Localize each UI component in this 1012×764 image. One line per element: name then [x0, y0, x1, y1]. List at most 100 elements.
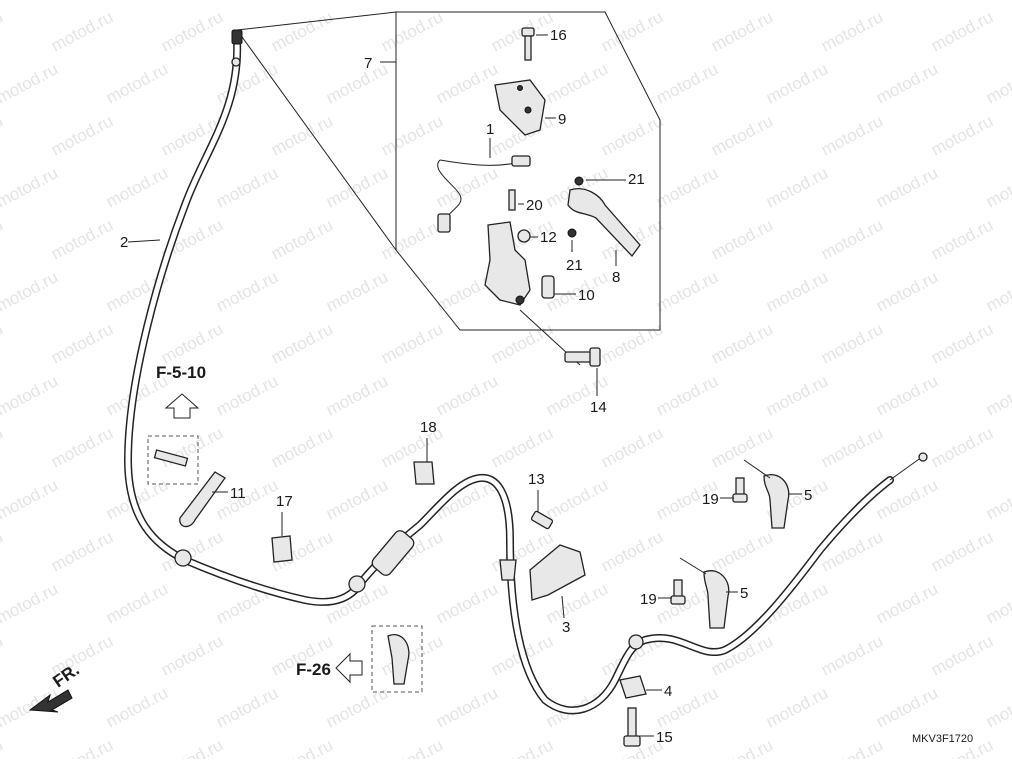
watermark-text: motod.ru [928, 527, 996, 575]
callout-number: 17 [276, 493, 293, 510]
watermark-text: motod.ru [653, 0, 721, 4]
watermark-text: motod.ru [0, 111, 6, 159]
watermark-text: motod.ru [213, 267, 281, 315]
watermark-text: motod.ru [433, 683, 501, 731]
watermark-text: motod.ru [598, 527, 666, 575]
callout-number: 21 [628, 171, 645, 188]
watermark-text: motod.ru [0, 371, 61, 419]
watermark-text: motod.ru [323, 371, 391, 419]
callout-number: 7 [364, 55, 372, 72]
watermark-text: motod.ru [928, 215, 996, 263]
cable-end-nut [231, 57, 241, 67]
watermark-text: motod.ru [873, 163, 941, 211]
watermark-text: motod.ru [48, 423, 116, 471]
callout-number: 21 [566, 257, 583, 274]
watermark-text: motod.ru [653, 267, 721, 315]
watermark-text: motod.ru [0, 163, 61, 211]
watermark-text: motod.ru [323, 475, 391, 523]
watermark-text: motod.ru [928, 111, 996, 159]
watermark-text: motod.ru [983, 163, 1012, 211]
watermark-text: motod.ru [48, 735, 116, 759]
cable-grommet [348, 575, 366, 593]
callout-number: 16 [550, 27, 567, 44]
cable-grommet [628, 634, 644, 650]
watermark-text: motod.ru [873, 0, 941, 4]
watermark-text: motod.ru [0, 319, 6, 367]
callout-number: 11 [230, 485, 246, 502]
reference-label-lower: F-26 [296, 660, 331, 679]
watermark-text: motod.ru [818, 423, 886, 471]
watermark-text: motod.ru [928, 631, 996, 679]
callout-number: 8 [612, 269, 620, 286]
callout-number: 20 [526, 197, 543, 214]
clip-17 [271, 535, 293, 563]
diagram-code: MKV3F1720 [912, 733, 973, 745]
watermark-text: motod.ru [488, 735, 556, 759]
watermark-text: motod.ru [763, 59, 831, 107]
watermark-text: motod.ru [0, 527, 6, 575]
watermark-text: motod.ru [378, 111, 446, 159]
watermark-text: motod.ru [323, 683, 391, 731]
watermark-text: motod.ru [598, 319, 666, 367]
clip-lower-ref [371, 625, 423, 693]
bolt-19-lower [670, 579, 686, 605]
watermark-text: motod.ru [213, 475, 281, 523]
watermark-text: motod.ru [433, 371, 501, 419]
watermark-text: motod.ru [103, 0, 171, 4]
callout-number: 3 [562, 619, 570, 636]
watermark-text: motod.ru [598, 423, 666, 471]
clip-4 [619, 675, 647, 699]
watermark-text: motod.ru [103, 579, 171, 627]
watermark-text: motod.ru [268, 7, 336, 55]
watermark-text: motod.ru [433, 0, 501, 4]
watermark-text: motod.ru [928, 7, 996, 55]
screw-16 [521, 27, 535, 61]
watermark-text: motod.ru [983, 267, 1012, 315]
brake-lever-8 [567, 188, 641, 258]
watermark-text: motod.ru [0, 215, 6, 263]
watermark-text: motod.ru [378, 7, 446, 55]
cable-adjuster [499, 559, 517, 581]
watermark-text: motod.ru [873, 59, 941, 107]
watermark-text: motod.ru [48, 527, 116, 575]
bolt-14 [519, 309, 601, 367]
cable-grommet [174, 549, 192, 567]
callout-number: 5 [740, 585, 748, 602]
watermark-text: motod.ru [0, 631, 6, 679]
leader-lines [127, 34, 802, 737]
nut-21-upper [574, 176, 584, 186]
callout-number: 13 [528, 471, 545, 488]
watermark-text: motod.ru [103, 683, 171, 731]
watermark-text: motod.ru [268, 215, 336, 263]
callout-number: 12 [540, 229, 557, 246]
watermark-text: motod.ru [708, 735, 776, 759]
watermark-text: motod.ru [873, 267, 941, 315]
watermark-text: motod.ru [708, 319, 776, 367]
watermark-text: motod.ru [708, 215, 776, 263]
reference-arrow-lower [335, 652, 363, 684]
watermark-text: motod.ru [763, 0, 831, 4]
clamp-5-upper [763, 474, 790, 529]
watermark-text: motod.ru [708, 527, 776, 575]
watermark-text: motod.ru [158, 735, 226, 759]
watermark-text: motod.ru [323, 59, 391, 107]
watermark-text: motod.ru [323, 0, 391, 4]
watermark-text: motod.ru [158, 7, 226, 55]
lever-assembly-panel [236, 11, 661, 331]
pivot-10 [541, 275, 555, 299]
watermark-text: motod.ru [213, 371, 281, 419]
watermark-text: motod.ru [488, 319, 556, 367]
watermark-text: motod.ru [378, 735, 446, 759]
callout-number: 4 [664, 683, 672, 700]
watermark-text: motod.ru [708, 7, 776, 55]
watermark-text: motod.ru [983, 579, 1012, 627]
callout-number: 19 [702, 491, 719, 508]
cover-plate-9 [494, 79, 546, 136]
watermark-text: motod.ru [0, 7, 6, 55]
watermark-text: motod.ru [268, 423, 336, 471]
watermark-text: motod.ru [48, 111, 116, 159]
watermark-text: motod.ru [818, 319, 886, 367]
watermark-text: motod.ru [818, 215, 886, 263]
